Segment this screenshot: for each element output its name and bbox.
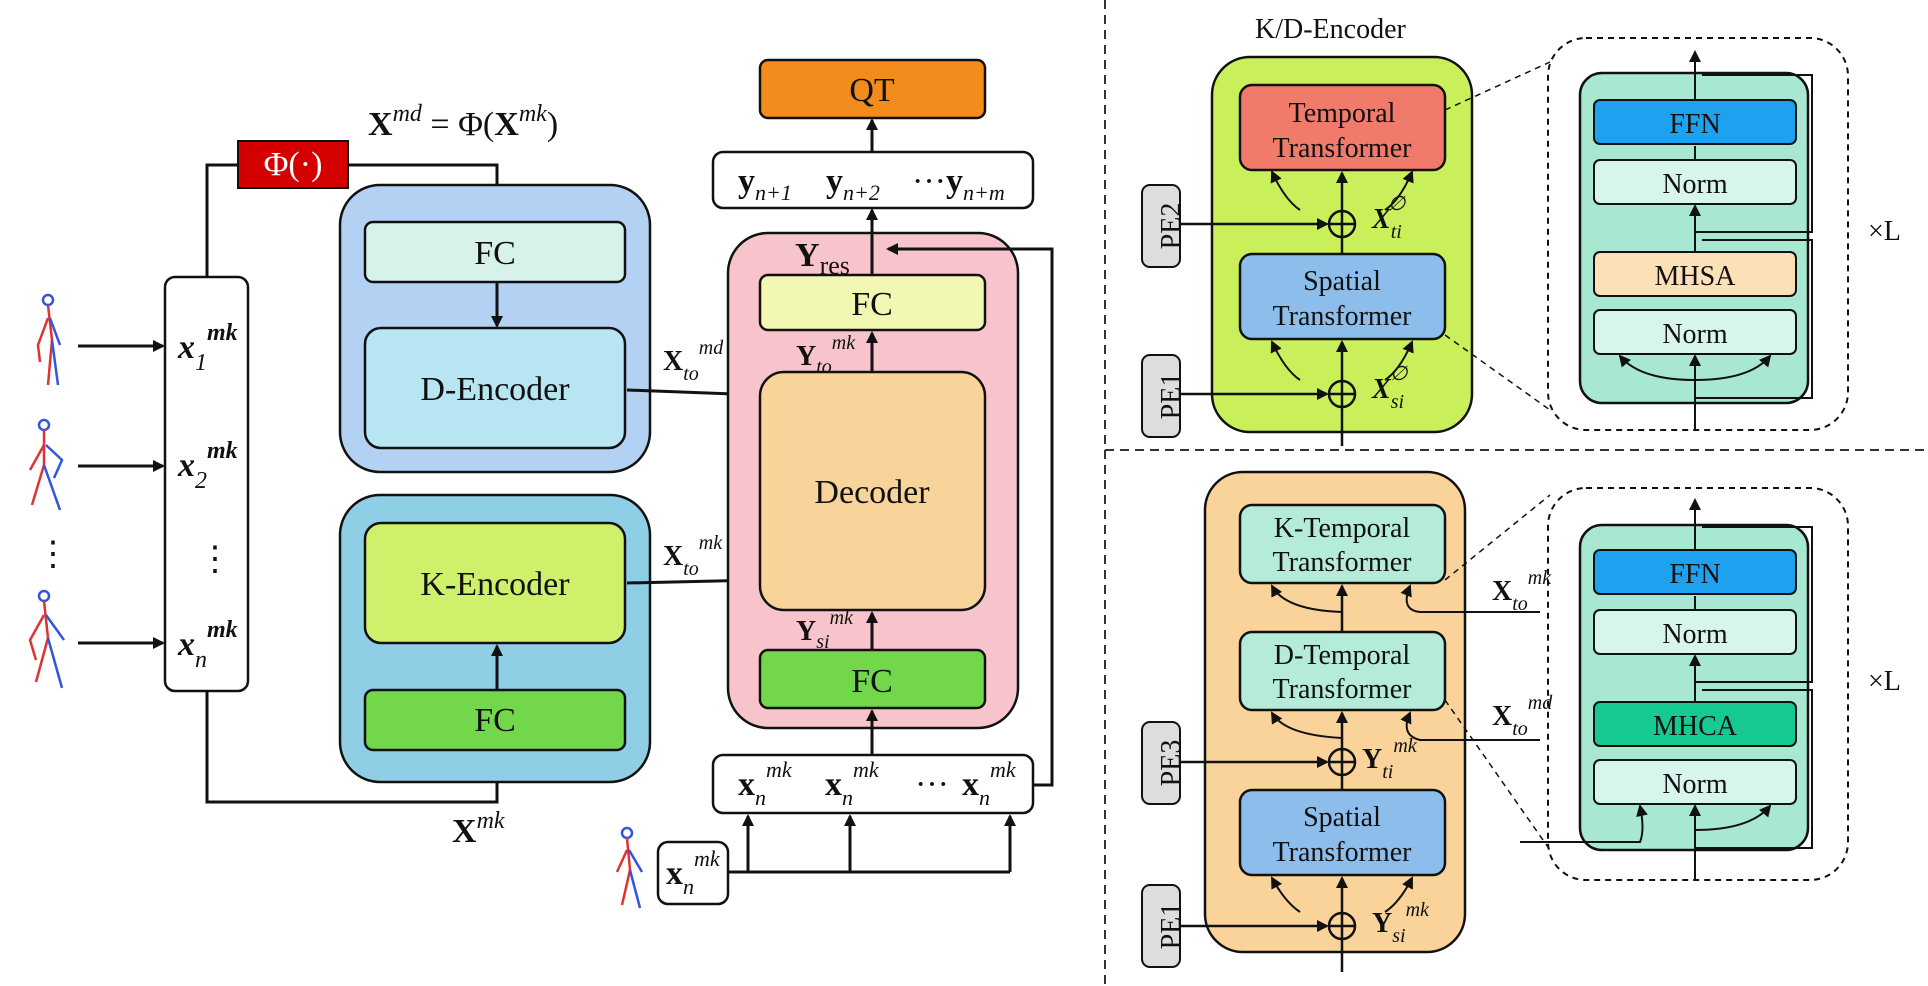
skeleton-icon-4 (615, 826, 644, 909)
k-temporal-label-2: Transformer (1273, 547, 1413, 578)
spatial-bottom-label-2: Transformer (1273, 837, 1413, 868)
repeat-input-3: xnmk (962, 757, 1017, 810)
pe1-top-label: PE1 (1156, 373, 1187, 420)
x-to-md-detail-label: Xtomd (1492, 692, 1553, 740)
decoder-label: Decoder (814, 474, 930, 511)
x-mk-label: Xmk (452, 808, 505, 850)
layer-detail-top-frame (1547, 37, 1849, 431)
dec-fc-bottom-box (758, 648, 987, 710)
norm-top-2-label: Norm (1662, 319, 1728, 350)
ffn-top-label: FFN (1669, 109, 1720, 140)
x-to-md-label: Xtomd (663, 337, 724, 385)
temporal-transformer-box (1238, 83, 1447, 172)
phi-equation: Xmd = Φ(Xmk) (368, 101, 558, 143)
skeleton-icon-2 (28, 418, 64, 511)
output-ynm: ···yn+m (912, 163, 1005, 205)
dec-fc-bottom-label: FC (851, 663, 893, 700)
repeat-input-ellipsis: ··· (915, 766, 949, 803)
single-input-label: xnmk (666, 846, 721, 899)
phi-box (237, 140, 349, 189)
qt-label: QT (849, 72, 895, 109)
spatial-transformer-label-2: Transformer (1273, 301, 1413, 332)
temporal-transformer-label-2: Transformer (1273, 133, 1413, 164)
x-ti-label: Xti∅ (1371, 193, 1407, 243)
norm-top-1-label: Norm (1662, 169, 1728, 200)
times-l-bottom: ×L (1868, 666, 1901, 697)
repeat-input-2: xnmk (825, 757, 880, 810)
x-to-mk-label: Xtomk (663, 532, 723, 580)
dec-fc-top-label: FC (851, 286, 893, 323)
qt-box (758, 58, 987, 120)
mhsa-label: MHSA (1655, 261, 1737, 292)
d-fc-label: FC (474, 235, 516, 272)
input-ellipsis: ⋮ (198, 541, 232, 578)
d-temporal-label-1: D-Temporal (1274, 640, 1411, 671)
norm-bottom-2-label: Norm (1662, 769, 1728, 800)
y-res-label: Yres (795, 237, 850, 280)
output-yn1: yn+1 (738, 163, 792, 205)
y-si-detail-label: Ysimk (1372, 899, 1430, 947)
kd-encoder-title: K/D-Encoder (1255, 14, 1407, 45)
layer-detail-bottom-frame (1547, 487, 1849, 881)
spatial-transformer-box (1238, 252, 1447, 341)
spatial-bottom-label-1: Spatial (1303, 802, 1381, 833)
k-temporal-label-1: K-Temporal (1274, 513, 1411, 544)
pe2-box (1141, 184, 1181, 268)
x-to-mk-detail-label: Xtomk (1492, 567, 1552, 615)
d-fc-box (363, 220, 627, 284)
spatial-transformer-label-1: Spatial (1303, 266, 1381, 297)
ffn-bottom-label: FFN (1669, 559, 1720, 590)
skeleton-icon-3 (28, 589, 66, 689)
y-ti-label: Ytimk (1362, 735, 1418, 783)
norm-bottom-1-label: Norm (1662, 619, 1728, 650)
d-temporal-label-2: Transformer (1273, 674, 1413, 705)
phi-label: Φ(·) (264, 146, 323, 183)
decoder-box (758, 370, 987, 612)
k-encoder-box (363, 521, 627, 645)
k-temporal-box (1238, 503, 1447, 585)
pe1-top-box (1141, 354, 1181, 438)
d-encoder-label: D-Encoder (420, 371, 570, 408)
k-fc-label: FC (474, 702, 516, 739)
y-si-mk-label: Ysimk (796, 607, 854, 653)
times-l-top: ×L (1868, 216, 1901, 247)
skeleton-icon-1 (36, 293, 62, 386)
d-encoder-box (363, 326, 627, 450)
x-si-label: Xsi∅ (1371, 363, 1409, 413)
output-yn2: yn+2 (826, 163, 880, 205)
k-fc-box (363, 688, 627, 752)
k-encoder-label: K-Encoder (420, 566, 570, 603)
skeleton-ellipsis: ⋮ (36, 536, 70, 573)
temporal-transformer-label-1: Temporal (1289, 98, 1396, 129)
pe2-label: PE2 (1156, 203, 1187, 250)
repeat-input-1: xnmk (738, 757, 793, 810)
mhca-label: MHCA (1653, 711, 1738, 742)
